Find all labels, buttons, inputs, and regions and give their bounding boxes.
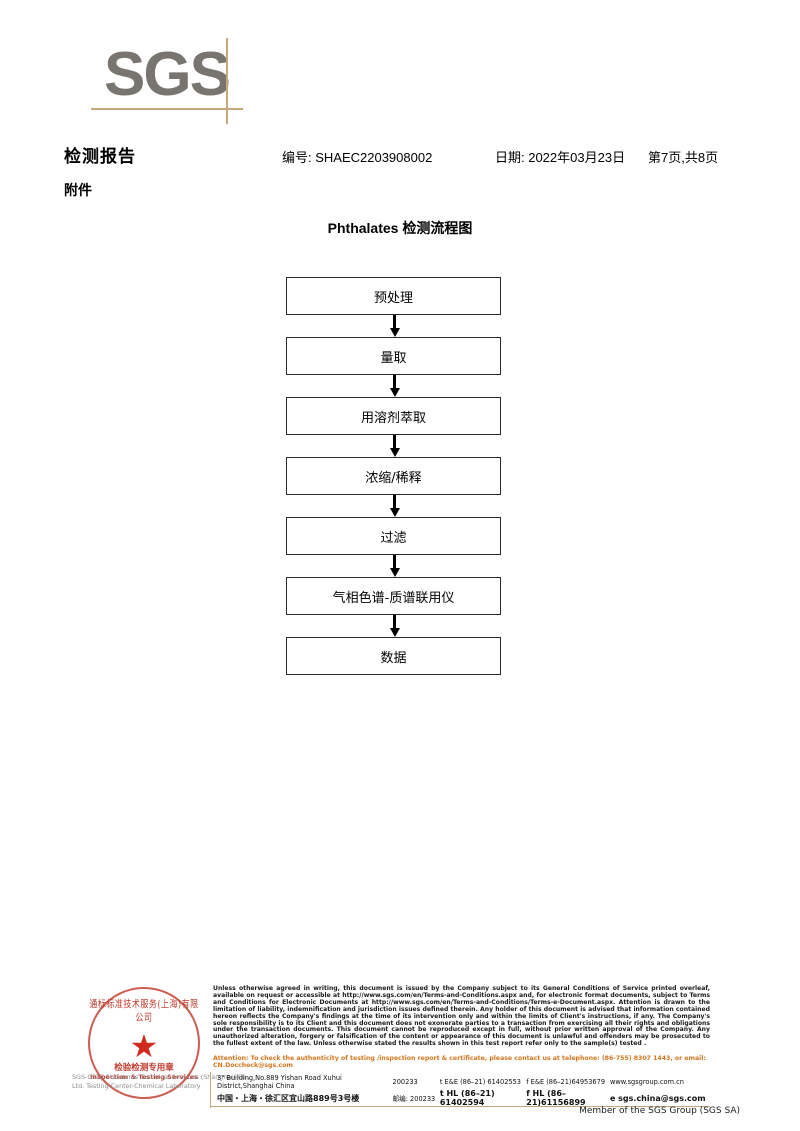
zip-en: 200233 — [392, 1078, 418, 1086]
address-cn: 中国・上海・徐汇区宜山路889号3号楼 — [217, 1093, 360, 1103]
tel-cn-2: f HL (86–21)61156899 — [526, 1089, 586, 1107]
attention-notice: Attention: To check the authenticity of … — [213, 1055, 706, 1070]
website-url: www.sgsgroup.com.cn — [609, 1078, 684, 1086]
tel-cn-1: t HL (86–21) 61402594 — [439, 1089, 495, 1107]
flow-step-2: 量取 — [286, 337, 501, 375]
sgs-logo: SGS — [91, 38, 254, 124]
company-seal-stamp: 通标标准技术服务(上海)有限公司 ★ 检验检测专用章 Inspection & … — [88, 987, 200, 1099]
logo-vertical-rule — [226, 38, 228, 124]
sgs-group-member-note: Member of the SGS Group (SGS SA) — [579, 1106, 740, 1116]
flow-step-7: 数据 — [286, 637, 501, 675]
flow-step-5: 过滤 — [286, 517, 501, 555]
flowchart-title: Phthalates 检测流程图 — [327, 220, 473, 236]
flow-arrow-3 — [286, 435, 503, 457]
address-row-cn: 中国・上海・徐汇区宜山路889号3号楼 邮编: 200233 t HL (86–… — [213, 1089, 710, 1107]
address-horizontal-rule — [210, 1106, 710, 1108]
company-legal-name: SGS-CSTC Standards Technical Services (S… — [72, 1073, 250, 1090]
attachment-label: 附件 — [64, 182, 92, 198]
flow-arrow-2 — [286, 375, 503, 397]
page-number: 第7页,共8页 — [648, 150, 719, 165]
logo-horizontal-rule — [91, 108, 243, 110]
report-date: 日期: 2022年03月23日 — [495, 150, 626, 165]
flow-step-6: 气相色谱-质谱联用仪 — [286, 577, 501, 615]
legal-disclaimer-text: Unless otherwise agreed in writing, this… — [213, 985, 710, 1048]
flow-arrow-5 — [286, 555, 503, 577]
flow-step-1: 预处理 — [286, 277, 501, 315]
sgs-logo-wordmark: SGS — [104, 40, 231, 109]
seal-arc-text: 通标标准技术服务(上海)有限公司 — [89, 998, 199, 1024]
seal-cn-label: 检验检测专用章 — [114, 1063, 174, 1073]
seal-en-label: Inspection & Testing Services — [89, 1073, 199, 1081]
address-vertical-divider — [210, 1072, 212, 1108]
tel-en-2: f E&E (86–21)64953679 — [526, 1078, 606, 1086]
flow-arrow-6 — [286, 615, 503, 637]
seal-ring — [88, 987, 200, 1099]
flow-arrow-4 — [286, 495, 503, 517]
page-title: 检测报告 — [64, 147, 136, 166]
flow-step-4: 浓缩/稀释 — [286, 457, 501, 495]
seal-star-icon: ★ — [129, 1028, 159, 1064]
zip-cn: 邮编: 200233 — [392, 1095, 436, 1103]
address-en: 3" Building,No.889 Yishan Road Xuhui Dis… — [217, 1074, 342, 1090]
tel-en-1: t E&E (86–21) 61402553 — [439, 1078, 521, 1086]
flow-step-3: 用溶剂萃取 — [286, 397, 501, 435]
flowchart: 预处理 量取 用溶剂萃取 浓缩/稀释 过滤 气相色谱-质谱联用仪 数据 — [286, 277, 503, 675]
address-block: 3" Building,No.889 Yishan Road Xuhui Dis… — [210, 1072, 710, 1108]
email-address: e sgs.china@sgs.com — [609, 1093, 706, 1103]
flow-arrow-1 — [286, 315, 503, 337]
report-number: 编号: SHAEC2203908002 — [282, 150, 433, 165]
address-row-en: 3" Building,No.889 Yishan Road Xuhui Dis… — [213, 1074, 710, 1090]
